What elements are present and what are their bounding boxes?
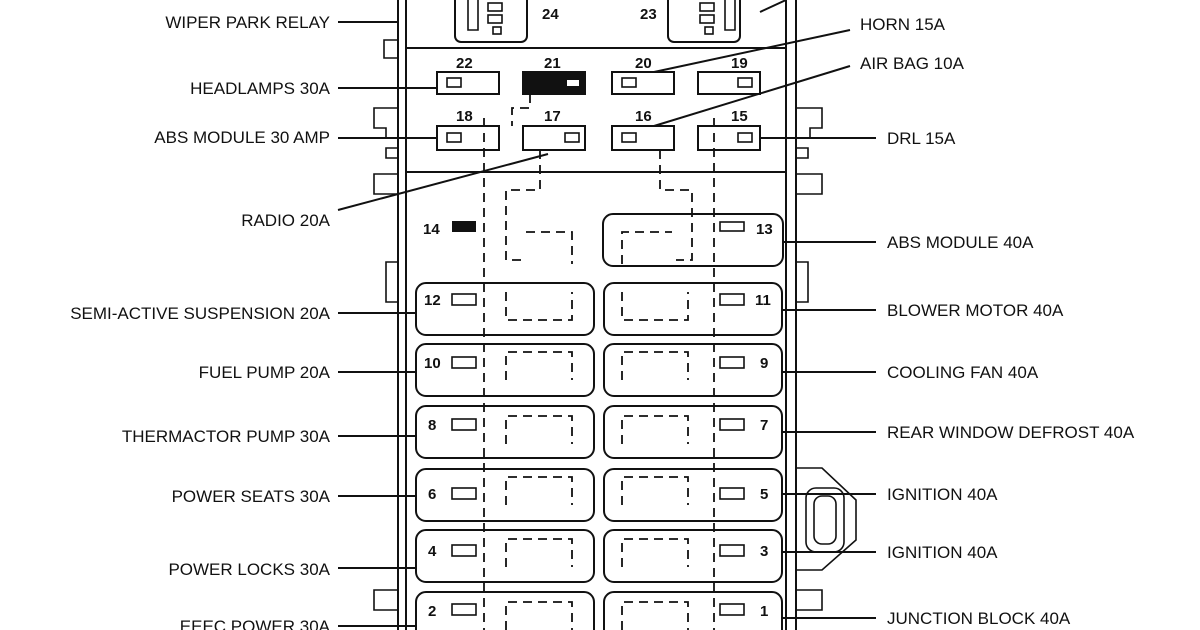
- right-labels: HORN 15A AIR BAG 10A DRL 15A ABS MODULE …: [860, 15, 1135, 628]
- fuse-number-10: 10: [424, 355, 441, 372]
- fuse-number-15: 15: [731, 108, 748, 125]
- fuse-row-4-3: [415, 529, 783, 583]
- label-blower-motor: BLOWER MOTOR 40A: [887, 301, 1064, 320]
- fuse-number-17: 17: [544, 108, 561, 125]
- fuse-20: [611, 71, 675, 95]
- label-cooling-fan: COOLING FAN 40A: [887, 363, 1039, 382]
- fuse-13: [602, 213, 784, 267]
- fuse-21: [522, 71, 586, 95]
- fuse-row-6-5: [415, 468, 783, 522]
- left-labels: WIPER PARK RELAY HEADLAMPS 30A ABS MODUL…: [70, 13, 330, 630]
- fuse-18: [436, 125, 500, 151]
- fuse-number-3: 3: [760, 543, 768, 560]
- fuse-number-8: 8: [428, 417, 436, 434]
- fuse-number-16: 16: [635, 108, 652, 125]
- relay-24: [454, 0, 528, 43]
- label-rear-window-defrost: REAR WINDOW DEFROST 40A: [887, 423, 1135, 442]
- label-fuel-pump: FUEL PUMP 20A: [199, 363, 331, 382]
- relay-23: [667, 0, 741, 43]
- label-semi-active-suspension: SEMI-ACTIVE SUSPENSION 20A: [70, 304, 330, 323]
- label-wiper-park-relay: WIPER PARK RELAY: [165, 13, 330, 32]
- label-thermactor-pump: THERMACTOR PUMP 30A: [122, 427, 331, 446]
- label-abs-module-40: ABS MODULE 40A: [887, 233, 1034, 252]
- label-radio: RADIO 20A: [241, 211, 330, 230]
- label-headlamps: HEADLAMPS 30A: [190, 79, 330, 98]
- panel-housing: [373, 0, 857, 630]
- label-ignition-a: IGNITION 40A: [887, 485, 998, 504]
- fuse-number-12: 12: [424, 292, 441, 309]
- fuse-number-19: 19: [731, 55, 748, 72]
- fuse-row-2-1: [415, 591, 783, 630]
- fuse-number-18: 18: [456, 108, 473, 125]
- label-abs-module-30: ABS MODULE 30 AMP: [154, 128, 330, 147]
- fuse-number-14: 14: [423, 221, 440, 238]
- fuse-number-22: 22: [456, 55, 473, 72]
- fuse-19: [697, 71, 761, 95]
- fuse-number-7: 7: [760, 417, 768, 434]
- fuse-row-10-9: [415, 343, 783, 397]
- label-air-bag: AIR BAG 10A: [860, 54, 965, 73]
- label-junction-block: JUNCTION BLOCK 40A: [887, 609, 1071, 628]
- dashed-circuit-paths: [483, 94, 715, 630]
- fuse-row-12-11: [415, 282, 783, 336]
- fuse-number-4: 4: [428, 543, 437, 560]
- fuse-15: [697, 125, 761, 151]
- fuse-14: [452, 221, 476, 232]
- fuse-number-9: 9: [760, 355, 768, 372]
- label-drl: DRL 15A: [887, 129, 956, 148]
- fuse-number-23: 23: [640, 6, 657, 23]
- leader-lines: [337, 0, 876, 627]
- fuse-number-11: 11: [755, 292, 771, 309]
- fuse-number-13: 13: [756, 221, 773, 238]
- fuse-number-21: 21: [544, 55, 561, 72]
- label-eeec-power: EEEC POWER 30A: [180, 617, 331, 630]
- fuse-17: [522, 125, 586, 151]
- fuse-numbers: 24 23 22 21 20 19 18 17 16 15 14 13 12 1…: [423, 6, 773, 620]
- fuse-number-2: 2: [428, 603, 436, 620]
- fuse-16: [611, 125, 675, 151]
- fuse-row-8-7: [415, 405, 783, 459]
- label-power-locks: POWER LOCKS 30A: [168, 560, 330, 579]
- label-power-seats: POWER SEATS 30A: [172, 487, 331, 506]
- fuse-number-6: 6: [428, 486, 436, 503]
- fuse-number-24: 24: [542, 6, 559, 23]
- fuse-22: [436, 71, 500, 95]
- label-ignition-b: IGNITION 40A: [887, 543, 998, 562]
- label-horn: HORN 15A: [860, 15, 946, 34]
- fuse-number-1: 1: [760, 603, 768, 620]
- fuse-number-20: 20: [635, 55, 652, 72]
- fuse-number-5: 5: [760, 486, 768, 503]
